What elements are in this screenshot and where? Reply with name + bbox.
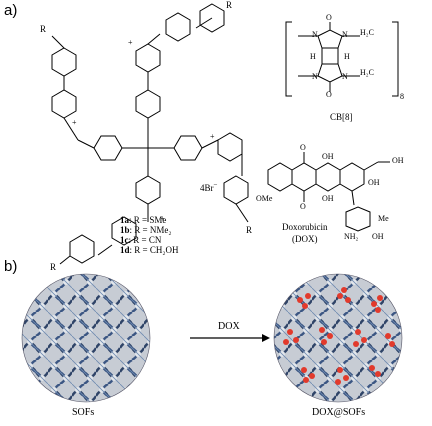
r-substituent-bottom: R (50, 262, 57, 272)
sofs-caption: SOFs (72, 407, 95, 418)
sofs-image (21, 273, 151, 403)
cb8-h-left: H (310, 52, 316, 61)
cb8-n3: N (312, 72, 318, 81)
cb8-n4: N (342, 72, 348, 81)
cation-charge-right: + (210, 132, 215, 141)
cb8-label: CB[8] (330, 112, 353, 122)
dox-loaded-markers (283, 287, 395, 385)
cation-charge-top: + (128, 38, 133, 47)
dox-sofs-caption: DOX@SOFs (312, 407, 366, 418)
r-substituent-top: R (226, 0, 233, 10)
cb8-repeat: 8 (400, 92, 404, 101)
variant-1a: 1a: R = SMe (120, 215, 167, 225)
dox-name: Doxorubicin (282, 222, 328, 232)
cb8-h-right: H (344, 52, 350, 61)
panel-b-label: b) (4, 258, 18, 275)
variant-1d: 1d: R = CH₂OH (120, 245, 179, 255)
arrow-head (262, 334, 270, 342)
variant-list: 1a: R = SMe 1b: R = NMe₂ 1c: R = CN 1d: … (120, 215, 178, 255)
counterion-label: 4Br− (200, 181, 218, 193)
dox-o-bottom: O (300, 202, 306, 211)
r-substituent-right: R (246, 225, 253, 235)
variant-1b: 1b: R = NMe₂ (120, 225, 172, 235)
dox-oh-side: OH (392, 156, 404, 165)
dox-abbr: (DOX) (292, 234, 318, 244)
r-substituent-left: R (40, 24, 47, 34)
cb8-n2: N (342, 30, 348, 39)
cb8-n1: N (312, 30, 318, 39)
cb8-o-bottom: O (326, 90, 332, 99)
cb8-h2c-bottom: H₂C (360, 68, 374, 77)
panel-a-label: a) (4, 2, 18, 19)
dox-oh-top: OH (322, 152, 334, 161)
dox-ome: OMe (256, 194, 273, 203)
dox-me: Me (378, 214, 389, 223)
dox-oh-sugar: OH (372, 232, 384, 241)
cb8-h2c-top: H₂C (360, 28, 374, 37)
dox-oh-ring: OH (368, 178, 380, 187)
arrow-label: DOX (218, 321, 240, 332)
variant-1c: 1c: R = CN (120, 235, 162, 245)
dox-nh2: NH₂ (344, 232, 359, 241)
cation-charge-bottom: + (160, 214, 165, 223)
cb8-o-top: O (326, 13, 332, 22)
dox-oh-bottom: OH (322, 194, 334, 203)
cation-charge-left: + (72, 118, 77, 127)
dox-o-top: O (300, 143, 306, 152)
